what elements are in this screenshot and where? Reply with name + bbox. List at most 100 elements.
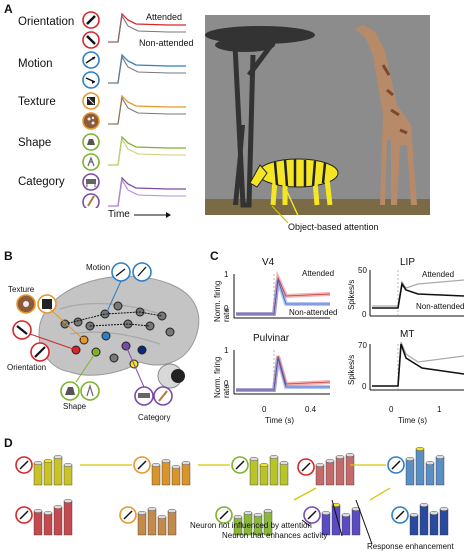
cylinder-9-0: [409, 514, 419, 536]
cylinder-top-0-0: [33, 461, 43, 466]
lip-ylabel: Spikes/s: [347, 279, 356, 310]
cylinder-top-3-2: [335, 454, 345, 459]
cylinder-4-1: [415, 448, 425, 486]
cylinder-top-0-1: [43, 459, 53, 464]
pulvinar-ytick-bottom: 0: [224, 379, 229, 388]
cylinder-top-0-2: [53, 454, 63, 459]
texture-icons: [82, 92, 100, 130]
cylinder-top-9-1: [419, 503, 429, 508]
feature-icons-column: [82, 11, 100, 208]
cylinder-0-1: [43, 460, 53, 486]
feature-glyph-2: [235, 460, 245, 470]
cylinder-9-1: [419, 504, 429, 536]
mt-chart: [369, 341, 465, 391]
feature-glyph-5: [19, 510, 29, 520]
zebra-icon: [249, 158, 339, 206]
cylinder-0-3: [63, 464, 73, 486]
brain-label-texture: Texture: [8, 285, 35, 294]
cylinder-4-2: [425, 462, 435, 486]
shape-icons: [82, 133, 100, 171]
cylinder-4-0: [405, 458, 415, 486]
cylinder-top-8-0: [321, 510, 331, 515]
non-attended-label: Non-attended: [139, 38, 194, 48]
cylinder-9-2: [429, 512, 439, 536]
v4-chart: [233, 270, 331, 319]
scene-drawing: [205, 25, 417, 215]
brain-diagram: [12, 262, 200, 406]
cylinder-top-4-3: [435, 454, 445, 459]
pulvinar-chart: [233, 350, 331, 395]
cylinder-top-6-2: [157, 514, 167, 519]
time-arrow-icon: [134, 212, 171, 218]
mt-title: MT: [400, 329, 415, 340]
panel-letter-a: A: [4, 2, 13, 16]
cylinder-top-9-3: [439, 506, 449, 511]
cylinder-top-0-3: [63, 463, 73, 468]
cylinder-neurons: [15, 446, 449, 545]
cylinder-1-3: [181, 462, 191, 486]
lip-title: LIP: [400, 257, 416, 268]
lip-attended-label: Attended: [422, 270, 455, 279]
mt-ytick-top: 70: [358, 341, 367, 350]
brain-label-shape: Shape: [63, 402, 87, 411]
trace-non-attended-4: [108, 178, 186, 207]
cylinder-top-5-3: [63, 499, 73, 504]
mt-xtick-0: 0: [389, 405, 394, 414]
cylinder-top-1-2: [171, 465, 181, 470]
motion-icons: [82, 51, 100, 89]
cylinder-2-1: [259, 464, 269, 486]
cylinder-top-9-0: [409, 512, 419, 517]
feature-glyph-1: [137, 460, 147, 470]
cylinder-0-0: [33, 462, 43, 486]
cylinder-1-0: [151, 464, 161, 486]
time-label: Time: [108, 209, 130, 220]
cylinder-top-1-3: [181, 461, 191, 466]
brain-label-orientation: Orientation: [7, 363, 47, 372]
cylinder-top-7-0: [233, 514, 243, 519]
cylinder-8-1: [331, 504, 341, 536]
legend-not-influenced: Neuron not influenced by attention: [190, 521, 312, 530]
brain-area-dots: [60, 301, 175, 369]
cylinder-top-2-3: [279, 461, 289, 466]
v4-ytick-top: 1: [224, 270, 229, 279]
panel-letter-b: B: [4, 249, 13, 263]
cylinder-6-3: [167, 510, 177, 536]
cylinder-0-2: [53, 456, 63, 486]
cylinder-3-3: [345, 454, 355, 486]
feature-glyph-0: [19, 460, 29, 470]
cylinder-top-2-2: [269, 454, 279, 459]
mt-ylabel: Spikes/s: [347, 354, 356, 385]
cylinder-5-1: [43, 512, 53, 536]
cylinder-5-3: [63, 500, 73, 536]
yellow-arrow-3: [293, 487, 317, 501]
mt-xlabel: Time (s): [398, 416, 428, 425]
lip-non-attended-label: Non-attended: [416, 302, 465, 311]
cylinder-top-2-0: [249, 457, 259, 462]
pulvinar-xtick-0: 0: [262, 405, 267, 414]
cylinder-top-7-2: [253, 512, 263, 517]
cylinder-5-0: [33, 510, 43, 536]
scene-caption: Object-based attention: [288, 222, 379, 232]
v4-non-attended-label: Non-attended: [289, 308, 338, 317]
cylinder-4-3: [435, 456, 445, 486]
cylinder-top-1-1: [161, 459, 171, 464]
cylinder-2-0: [249, 458, 259, 486]
cylinder-top-2-1: [259, 463, 269, 468]
trace-non-attended-1: [108, 55, 186, 84]
non-attended-line: [372, 343, 465, 387]
row-label-shape: Shape: [18, 137, 52, 149]
cylinder-top-8-2: [341, 512, 351, 517]
trace-non-attended-0: [108, 14, 186, 43]
trace-non-attended-3: [108, 137, 186, 166]
acacia-tree-icon: [205, 26, 315, 208]
brain-label-motion: Motion: [86, 263, 111, 272]
pointer-1: [301, 519, 311, 527]
non-attended-line: [236, 279, 330, 315]
cylinder-top-4-0: [405, 457, 415, 462]
cylinder-top-5-2: [53, 504, 63, 509]
cylinder-top-6-3: [167, 508, 177, 513]
mt-xtick-1: 1: [437, 405, 442, 414]
cylinder-6-2: [157, 516, 167, 536]
pulvinar-title: Pulvinar: [253, 333, 290, 344]
trace-non-attended-2: [108, 96, 186, 125]
